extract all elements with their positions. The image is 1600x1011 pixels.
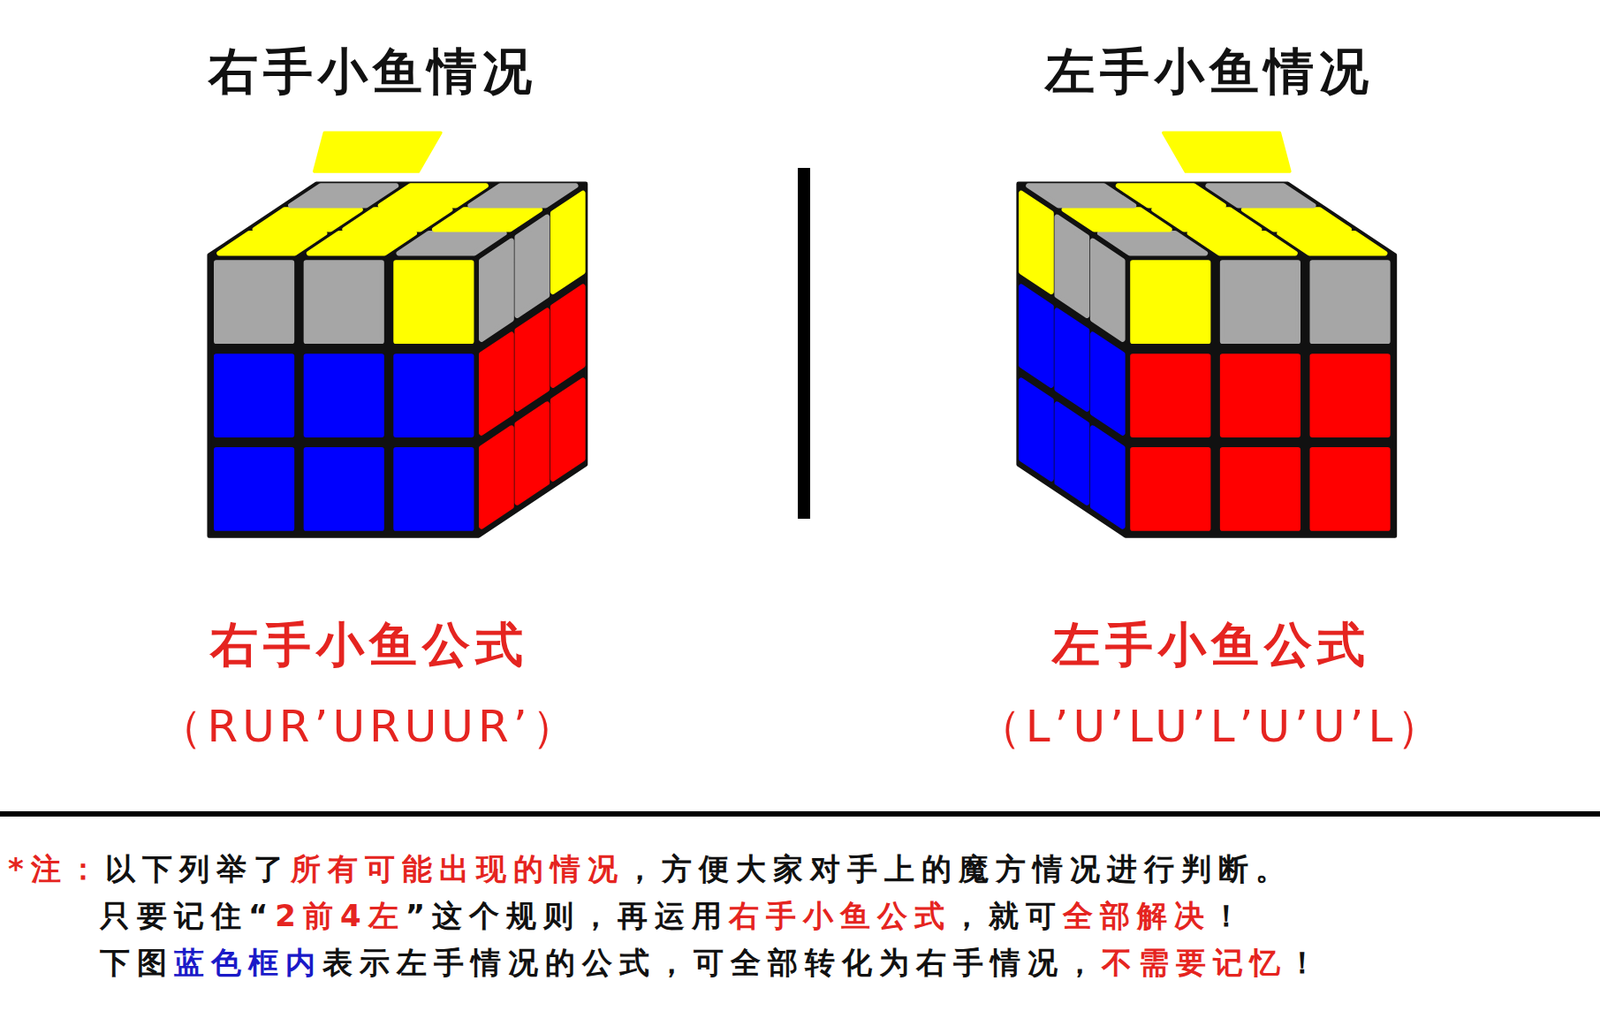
cube-sticker <box>1153 209 1259 230</box>
cube-sticker <box>380 185 486 206</box>
note-text: ！ <box>1211 897 1249 933</box>
cube-sticker <box>290 185 396 206</box>
formula-text: （L’U’LU’L’U’U’L） <box>977 699 1447 753</box>
cube-sticker <box>516 403 547 503</box>
cube-sticker <box>255 209 361 230</box>
cube-sticker <box>306 262 382 342</box>
cube-sticker <box>1099 233 1206 254</box>
cube-sticker <box>216 449 292 529</box>
cube-sticker <box>1132 449 1208 529</box>
cube-sticker-flap <box>1163 132 1290 172</box>
note-line: 下图蓝色框内表示左手情况的公式，可全部转化为右手情况，不需要记忆！ <box>99 944 1325 981</box>
cube-sticker <box>553 379 584 479</box>
cube-body <box>1018 183 1396 536</box>
note-text: ！ <box>1287 944 1325 980</box>
cube-sticker <box>309 233 415 254</box>
cube-sticker <box>516 310 547 410</box>
cube-sticker <box>1311 449 1388 529</box>
cube-sticker <box>1063 209 1169 230</box>
formula-heading: 右手小鱼公式 <box>210 616 529 675</box>
cube-sticker <box>1311 262 1388 342</box>
cube-illustration <box>1018 132 1396 536</box>
note-text: 蓝色框内 <box>174 944 323 980</box>
note-marker: *注： <box>7 850 106 888</box>
case-heading: 右手小鱼情况 <box>208 41 538 101</box>
cube-sticker <box>395 262 471 342</box>
note-text: 不需要记忆 <box>1101 944 1288 980</box>
cube-sticker <box>1190 233 1296 254</box>
note-text: ，方便大家对手上的魔方情况进行判断。 <box>624 850 1293 887</box>
cube-sticker <box>481 427 512 527</box>
note-text: 表示左手情况的公式，可全部转化为右手情况， <box>322 944 1102 980</box>
cube-sticker <box>434 209 540 230</box>
cube-sticker <box>1243 209 1350 230</box>
cube-sticker <box>1092 427 1123 527</box>
cube-sticker <box>219 233 325 254</box>
cube-sticker <box>1222 356 1298 435</box>
cube-sticker <box>395 449 471 529</box>
note-text: 下图 <box>99 944 175 980</box>
note-line: *注：以下列举了所有可能出现的情况，方便大家对手上的魔方情况进行判断。 <box>7 850 1293 888</box>
cube-sticker <box>553 193 584 293</box>
cube-sticker <box>216 262 292 342</box>
divider-line <box>797 167 811 519</box>
cube-sticker <box>1118 185 1224 206</box>
separator-line <box>0 811 1600 817</box>
cube-sticker <box>216 356 292 435</box>
cube-sticker-flap <box>314 132 441 172</box>
cube-sticker <box>1056 403 1087 503</box>
cube-sticker <box>1311 356 1388 435</box>
note-text: ”这个规则，再运用 <box>405 897 729 933</box>
cube-sticker <box>553 286 584 386</box>
cube-sticker <box>1279 233 1385 254</box>
note-text: ，就可 <box>951 897 1063 933</box>
cube-sticker <box>1132 262 1208 342</box>
case-heading: 左手小鱼情况 <box>1045 41 1374 101</box>
formula-text: （RUR’URUUR’） <box>158 699 580 753</box>
cube-illustration <box>209 132 586 536</box>
formula-heading: 左手小鱼公式 <box>1052 616 1371 675</box>
cube-sticker <box>1222 449 1298 529</box>
note-text: 以下列举了 <box>105 850 291 887</box>
cube-sticker <box>481 333 512 433</box>
cube-sticker <box>1021 286 1052 386</box>
cube-sticker <box>1092 333 1123 433</box>
cube-sticker <box>1092 240 1123 340</box>
cube-sticker <box>516 216 547 316</box>
note-text: 2前4左 <box>274 897 405 933</box>
note-text: 右手小鱼公式 <box>728 897 952 933</box>
cube-body <box>209 183 586 536</box>
cube-sticker <box>1021 193 1052 293</box>
cube-sticker <box>481 240 512 340</box>
note-text: 只要记住“ <box>99 897 275 933</box>
cube-sticker <box>1207 185 1313 206</box>
cube-sticker <box>1021 379 1052 479</box>
note-text: 全部解决 <box>1062 897 1212 933</box>
note-text: 所有可能出现的情况 <box>290 850 625 887</box>
cube-sticker <box>1222 262 1298 342</box>
cube-sticker <box>1132 356 1208 435</box>
cube-sticker <box>344 209 450 230</box>
cube-sticker <box>1028 185 1134 206</box>
cube-sticker <box>306 449 382 529</box>
cube-sticker <box>1056 310 1087 410</box>
cube-sticker <box>470 185 576 206</box>
cube-sticker <box>398 233 504 254</box>
cube-sticker <box>1056 216 1087 316</box>
note-line: 只要记住“2前4左”这个规则，再运用右手小鱼公式，就可全部解决！ <box>99 897 1249 934</box>
cube-sticker <box>395 356 471 435</box>
cube-sticker <box>306 356 382 435</box>
